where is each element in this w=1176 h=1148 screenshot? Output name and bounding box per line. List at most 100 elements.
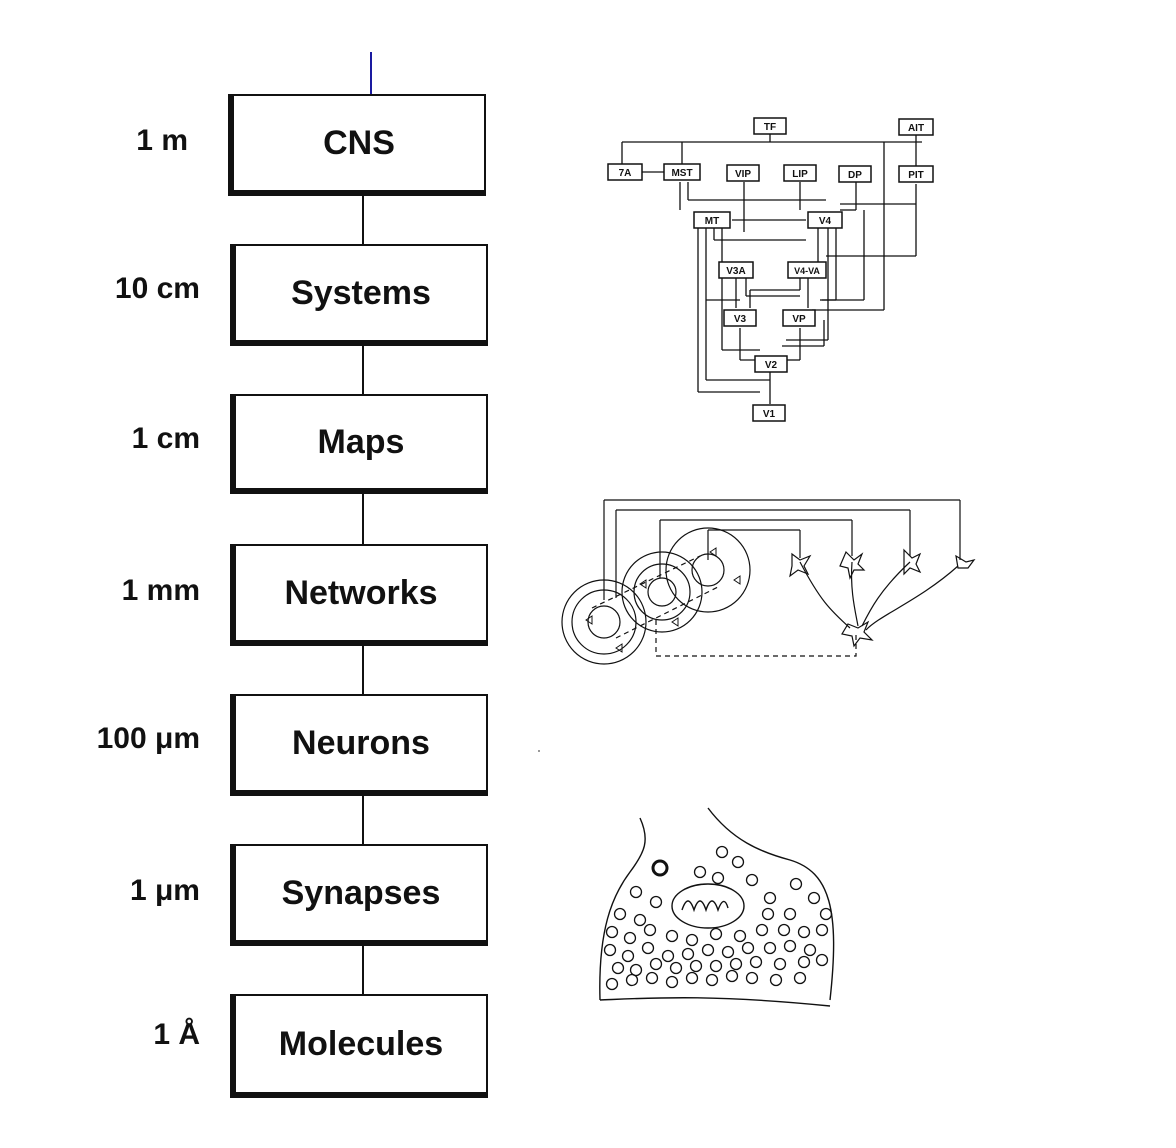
area-label-dp: DP [848, 170, 862, 181]
vesicle [711, 871, 725, 885]
connector-line [362, 646, 364, 696]
vesicle [733, 929, 747, 943]
vesicle [763, 941, 777, 955]
level-label-systems: Systems [291, 273, 431, 312]
vesicle [665, 929, 679, 943]
vesicle [689, 959, 703, 973]
area-label-mt: MT [705, 216, 719, 227]
vesicle [605, 977, 619, 991]
vesicle [623, 931, 637, 945]
vesicle [803, 943, 817, 957]
level-box-networks: Networks [230, 544, 488, 646]
area-label-vip: VIP [735, 169, 751, 180]
area-label-v1: V1 [763, 409, 776, 420]
vesicle [645, 971, 659, 985]
vesicle [745, 873, 759, 887]
vesicle [621, 949, 635, 963]
vesicle [715, 845, 729, 859]
vesicle [661, 949, 675, 963]
scale-label-maps: 1 cm [131, 422, 200, 455]
vesicle [749, 955, 763, 969]
vesicle [625, 973, 639, 987]
vesicle [725, 969, 739, 983]
area-label-pit: PIT [908, 170, 924, 181]
scale-label-networks: 1 mm [121, 574, 200, 607]
connector-line [362, 494, 364, 546]
area-label-v3a: V3A [726, 266, 745, 277]
vesicle [773, 957, 787, 971]
vesicle [797, 925, 811, 939]
vesicle [685, 971, 699, 985]
vesicle [769, 973, 783, 987]
synapse-illustration [599, 807, 835, 1007]
vesicle [633, 913, 647, 927]
area-label-mst: MST [671, 168, 692, 179]
level-box-systems: Systems [230, 244, 488, 346]
area-label-ait: AIT [908, 123, 924, 134]
scale-label-neurons: 100 μm [96, 722, 200, 755]
vesicle [763, 891, 777, 905]
vesicle [783, 939, 797, 953]
connector-line [362, 196, 364, 246]
vesicle [649, 895, 663, 909]
vesicle [611, 961, 625, 975]
scale-label-cns: 1 m [136, 124, 188, 157]
vesicle [709, 959, 723, 973]
vesicle [797, 955, 811, 969]
level-label-molecules: Molecules [278, 1024, 444, 1063]
level-label-cns: CNS [323, 123, 395, 162]
area-label-v2: V2 [765, 360, 778, 371]
vesicle [705, 973, 719, 987]
vesicle [807, 891, 821, 905]
scale-label-systems: 10 cm [114, 272, 200, 305]
scale-label-molecules: 1 Å [153, 1018, 200, 1051]
level-box-molecules: Molecules [230, 994, 488, 1098]
hierarchy-wiring [621, 134, 922, 404]
vesicle [815, 923, 829, 937]
level-label-neurons: Neurons [292, 723, 430, 762]
vesicle [605, 925, 619, 939]
vesicle [669, 961, 683, 975]
vesicle [629, 885, 643, 899]
vesicle [693, 865, 707, 879]
stray-dot [538, 750, 540, 752]
vesicle [761, 907, 775, 921]
vesicle [649, 957, 663, 971]
top-marker-line [370, 52, 372, 97]
vesicles [603, 845, 833, 991]
connector-line [362, 946, 364, 996]
vesicle [665, 975, 679, 989]
scale-label-synapses: 1 μm [129, 874, 200, 907]
area-label-lip: LIP [792, 169, 808, 180]
area-label-v3: V3 [734, 314, 747, 325]
level-box-synapses: Synapses [230, 844, 488, 946]
vesicle [815, 953, 829, 967]
connector-line [362, 346, 364, 396]
vesicle [745, 971, 759, 985]
area-nodes [607, 117, 934, 422]
vesicle [731, 855, 745, 869]
area-label-vp: VP [792, 314, 806, 325]
vesicle [681, 947, 695, 961]
vesicle [643, 923, 657, 937]
vesicle [629, 963, 643, 977]
vesicle [603, 943, 617, 957]
vesicle [701, 943, 715, 957]
level-box-cns: CNS [228, 94, 486, 196]
level-box-neurons: Neurons [230, 694, 488, 796]
vesicle [819, 907, 833, 921]
network-illustration [561, 499, 976, 665]
vesicle [685, 933, 699, 947]
connector-line [362, 796, 364, 846]
level-box-maps: Maps [230, 394, 488, 494]
vesicle [613, 907, 627, 921]
vesicle [721, 945, 735, 959]
vesicle [789, 877, 803, 891]
area-label-v4: V4 [819, 216, 832, 227]
vesicle [741, 941, 755, 955]
vesicle [641, 941, 655, 955]
visual-cortex-hierarchy-illustration: TF AIT 7A MST VIP LIP DP PIT MT V4 V3A V… [607, 117, 934, 422]
vesicle [777, 923, 791, 937]
vesicle [755, 923, 769, 937]
